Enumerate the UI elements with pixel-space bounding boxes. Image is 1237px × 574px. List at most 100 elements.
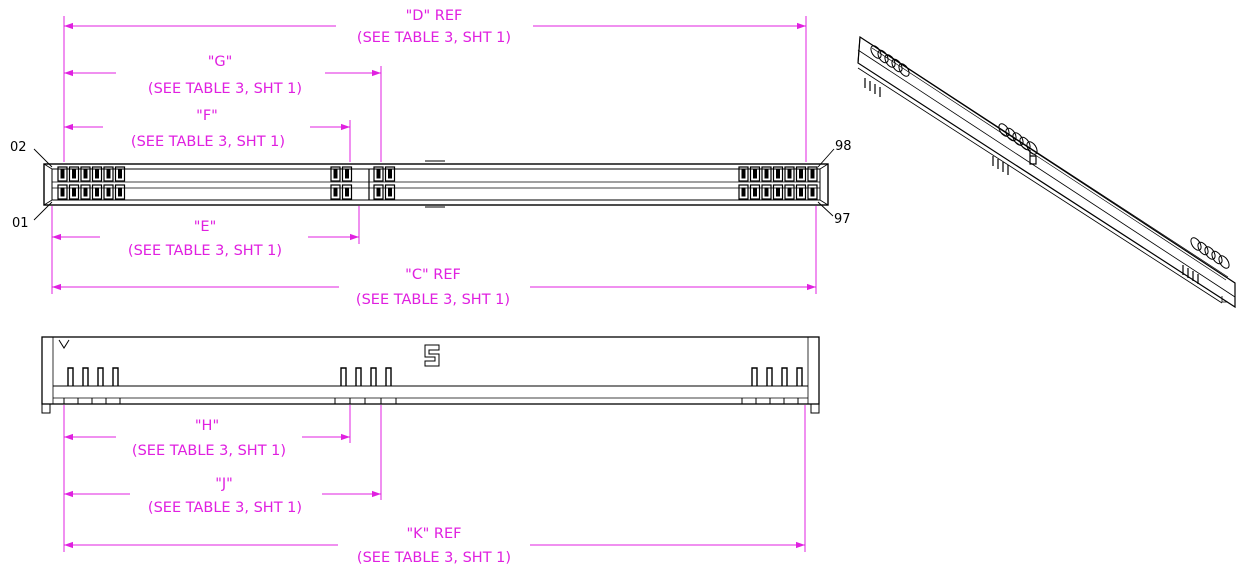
contact-pad [784, 166, 795, 182]
contact-pad-core [810, 169, 815, 179]
contact-pad [341, 166, 353, 182]
contact-pad [80, 166, 91, 182]
side-pin [796, 367, 803, 386]
iso-latch [1190, 237, 1202, 251]
contact-pad-core [118, 169, 122, 179]
contact-pad [795, 166, 807, 182]
iso-latch [1019, 136, 1031, 151]
contact-pad [373, 184, 384, 200]
dimension-e-note: (SEE TABLE 3, SHT 1) [128, 243, 282, 259]
dimension-k: "K" REF (SEE TABLE 3, SHT 1) [64, 526, 805, 566]
isometric-view [857, 35, 1236, 309]
pin-label-97: 97 [834, 212, 851, 227]
contact-pad-core [333, 169, 338, 179]
side-view [41, 336, 820, 414]
dimension-d-label: "D" REF [406, 8, 463, 24]
contact-pad-core [753, 169, 757, 179]
contact-pad [114, 166, 126, 182]
iso-latch [877, 49, 889, 64]
pin-callouts: 02 01 98 97 [10, 139, 852, 231]
contact-pad [57, 166, 68, 182]
dimension-h-note: (SEE TABLE 3, SHT 1) [132, 443, 286, 459]
contact-pad [57, 184, 68, 200]
contact-pad-core [388, 187, 392, 197]
contact-pad-core [118, 187, 122, 197]
side-pin [385, 367, 392, 386]
contact-pad-core [106, 187, 111, 197]
iso-latch [1012, 132, 1024, 146]
dimension-d: "D" REF (SEE TABLE 3, SHT 1) [64, 8, 806, 46]
dimension-d-note: (SEE TABLE 3, SHT 1) [357, 30, 511, 46]
iso-latch [898, 63, 910, 77]
iso-latch [1026, 141, 1038, 155]
side-pin [781, 367, 788, 386]
contact-pad [103, 184, 114, 200]
contact-pad [784, 184, 795, 200]
contact-pad [795, 184, 807, 200]
dimension-g: "G" (SEE TABLE 3, SHT 1) [64, 54, 381, 97]
side-pin [97, 367, 104, 386]
side-pin [355, 367, 362, 386]
contact-pad [373, 166, 384, 182]
contact-pad-core [106, 169, 111, 179]
contact-pad [80, 184, 91, 200]
contact-pad [807, 166, 818, 182]
dimension-c-label: "C" REF [405, 267, 461, 283]
contact-pad [68, 166, 80, 182]
side-pin [67, 367, 74, 386]
contact-pad-core [776, 169, 780, 179]
iso-latch [998, 123, 1010, 137]
dimension-f-note: (SEE TABLE 3, SHT 1) [131, 134, 285, 150]
dimension-c: "C" REF (SEE TABLE 3, SHT 1) [52, 267, 816, 308]
dimension-h: "H" (SEE TABLE 3, SHT 1) [64, 418, 350, 459]
contact-pad-core [95, 187, 99, 197]
iso-latch [1204, 246, 1216, 260]
iso-latch [870, 45, 882, 59]
contact-pad-core [376, 169, 381, 179]
side-pin [751, 367, 758, 386]
dimension-g-label: "G" [208, 54, 233, 70]
pin-label-98: 98 [835, 139, 852, 154]
contact-pad-core [741, 169, 746, 179]
contact-pad [738, 166, 749, 182]
dimension-j: "J" (SEE TABLE 3, SHT 1) [64, 476, 381, 516]
contact-pad-core [753, 187, 757, 197]
contact-pad-core [799, 169, 803, 179]
contact-pad-core [95, 169, 99, 179]
side-pin [766, 367, 773, 386]
contact-pad [91, 166, 103, 182]
contact-pad-core [72, 187, 76, 197]
iso-latches [864, 45, 1230, 284]
dimension-e-label: "E" [194, 219, 217, 235]
contact-pad [384, 184, 396, 200]
contact-pad-core [810, 187, 815, 197]
contact-pad-core [764, 187, 769, 197]
side-pin [112, 367, 119, 386]
dimension-e: "E" (SEE TABLE 3, SHT 1) [52, 219, 359, 259]
side-pins [63, 367, 803, 404]
contact-pad [330, 184, 341, 200]
iso-latch [1005, 127, 1017, 142]
side-pin [82, 367, 89, 386]
iso-latch [884, 54, 896, 68]
side-pin [370, 367, 377, 386]
contact-pad-core [72, 169, 76, 179]
contact-pad [114, 184, 126, 200]
dimension-j-label: "J" [215, 476, 233, 492]
contact-pad [68, 184, 80, 200]
contact-pad [749, 166, 761, 182]
iso-latch [1211, 250, 1223, 265]
contact-pad-core [787, 187, 792, 197]
contact-pad-core [376, 187, 381, 197]
top-view [43, 160, 829, 208]
contact-pad [91, 184, 103, 200]
contact-pad-core [388, 169, 392, 179]
contact-pad-core [60, 187, 65, 197]
contact-pad-core [60, 169, 65, 179]
contact-pad-core [787, 169, 792, 179]
dimension-h-label: "H" [195, 418, 219, 434]
dimension-g-note: (SEE TABLE 3, SHT 1) [148, 81, 302, 97]
contact-pad-core [345, 187, 349, 197]
contact-pad [749, 184, 761, 200]
contact-pad-core [776, 187, 780, 197]
